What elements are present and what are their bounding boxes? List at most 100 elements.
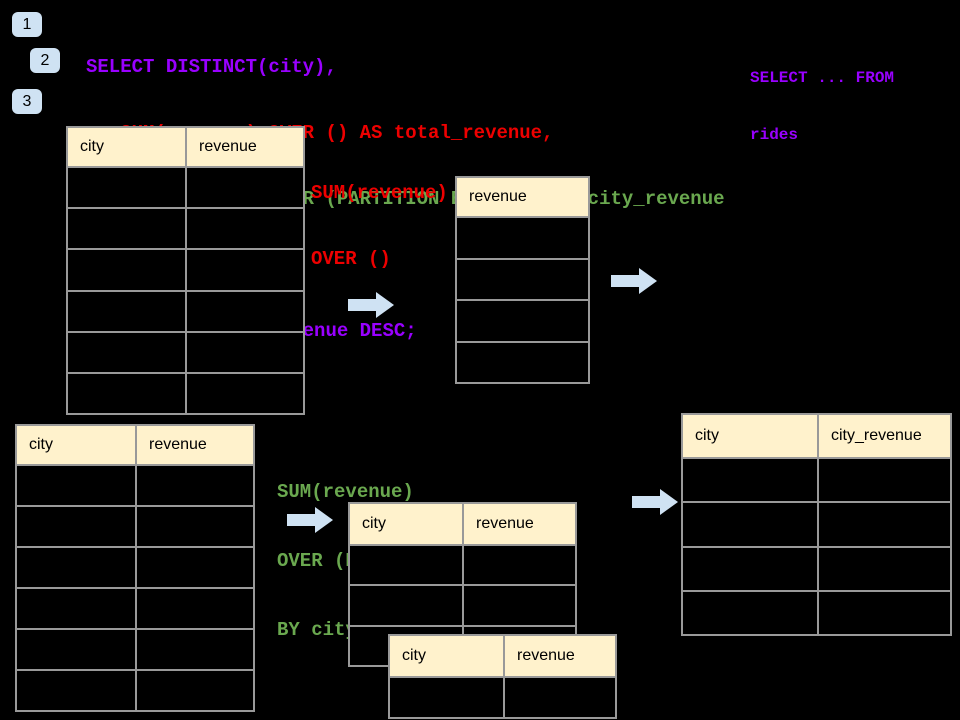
table-cell-empty [390, 678, 505, 717]
table-row [68, 330, 303, 372]
table-revenue-only: revenue [455, 176, 590, 384]
table-body [457, 218, 588, 382]
step-badge-1: 1 [12, 12, 42, 37]
table-cell-empty [137, 466, 253, 505]
table-cell-empty [68, 332, 187, 372]
right-arrow-icon [287, 507, 333, 533]
arrow-shaft [348, 299, 376, 311]
table-row [17, 466, 253, 505]
table-cell-empty [137, 589, 253, 628]
table-row [350, 546, 575, 585]
table-header-row: city revenue [390, 636, 615, 678]
side-note-select-from-rides: SELECT ... FROM rides [750, 31, 894, 183]
table-cell-empty [457, 301, 588, 341]
right-arrow-icon [611, 268, 657, 294]
column-header-revenue: revenue [199, 138, 257, 155]
table-body [683, 459, 950, 634]
table-row [17, 546, 253, 587]
table-body [390, 678, 615, 717]
table-cell-empty [17, 466, 137, 505]
table-row [683, 459, 950, 502]
table-cell-empty [683, 547, 819, 590]
table-cell-empty [505, 678, 615, 717]
table-row [68, 371, 303, 414]
table-cell-empty [350, 546, 464, 585]
arrow-shaft [611, 275, 639, 287]
table-cell-empty [350, 586, 464, 625]
table-cell-empty [137, 630, 253, 669]
column-header-city-revenue: city_revenue [831, 427, 922, 444]
table-cell-empty [17, 507, 137, 546]
table-cell-empty [187, 374, 303, 413]
table-cell-empty [187, 209, 303, 248]
table-row [68, 207, 303, 249]
arrow-head [660, 489, 678, 515]
table-header-row: city revenue [350, 504, 575, 546]
table-cell-empty [819, 459, 950, 501]
table-cell-empty [17, 548, 137, 587]
side-note-line-1: SELECT ... FROM [750, 69, 895, 87]
arrow-shaft [632, 496, 660, 508]
table-cell-empty [68, 373, 187, 414]
table-row [17, 669, 253, 710]
table-body [17, 466, 253, 710]
table-row [390, 678, 615, 717]
table-cell-empty [187, 333, 303, 372]
side-note-line-2: rides [750, 126, 799, 144]
table-row [457, 257, 588, 300]
right-arrow-icon [348, 292, 394, 318]
table-row [683, 589, 950, 634]
annotation-window-total: SUM(revenue) OVER () [311, 138, 448, 314]
table-cell-empty [819, 548, 950, 590]
table-cell-empty [187, 250, 303, 289]
table-header-row: revenue [457, 178, 588, 218]
arrow-head [315, 507, 333, 533]
table-cell-empty [137, 507, 253, 546]
table-cell-empty [187, 168, 303, 207]
sql-line-select: SELECT DISTINCT(city), [86, 56, 337, 78]
table-cell-empty [683, 459, 819, 502]
table-cell-empty [17, 630, 137, 669]
table-cell-empty [17, 589, 137, 628]
table-row [17, 587, 253, 628]
column-header-city: city [350, 504, 464, 544]
table-cell-empty [68, 168, 187, 208]
column-header-revenue: revenue [469, 188, 527, 205]
annotation-total-line-2: OVER () [311, 248, 391, 270]
table-cell-empty [464, 546, 575, 584]
table-cell-empty [819, 503, 950, 545]
table-row [683, 501, 950, 546]
step-badge-2: 2 [30, 48, 60, 73]
table-cell-empty [683, 503, 819, 546]
table-cell-empty [17, 671, 137, 710]
table-body [68, 168, 303, 414]
table-cell-empty [457, 218, 588, 258]
arrow-shaft [287, 514, 315, 526]
table-cell-empty [137, 671, 253, 710]
right-arrow-icon [632, 489, 678, 515]
table-cell-empty [457, 343, 588, 383]
table-cell-empty [137, 548, 253, 587]
step-badge-3: 3 [12, 89, 42, 114]
column-header-city: city [17, 426, 137, 464]
table-row [68, 248, 303, 290]
table-row [350, 584, 575, 625]
table-cell-empty [68, 250, 187, 290]
table-source-top: city revenue [66, 126, 305, 415]
table-header-row: city revenue [17, 426, 253, 466]
table-cell-empty [457, 260, 588, 300]
column-header-city: city [683, 415, 819, 457]
column-header-revenue: revenue [149, 436, 207, 453]
table-row [68, 168, 303, 208]
table-cell-empty [683, 591, 819, 634]
table-cell-empty [819, 592, 950, 634]
table-row [17, 628, 253, 669]
table-cell-empty [68, 209, 187, 249]
arrow-head [376, 292, 394, 318]
table-cell-empty [464, 586, 575, 624]
table-source-bottom: city revenue [15, 424, 255, 712]
annotation-partition-line-1: SUM(revenue) [277, 481, 414, 503]
column-header-city: city [68, 128, 187, 166]
table-row [457, 299, 588, 341]
